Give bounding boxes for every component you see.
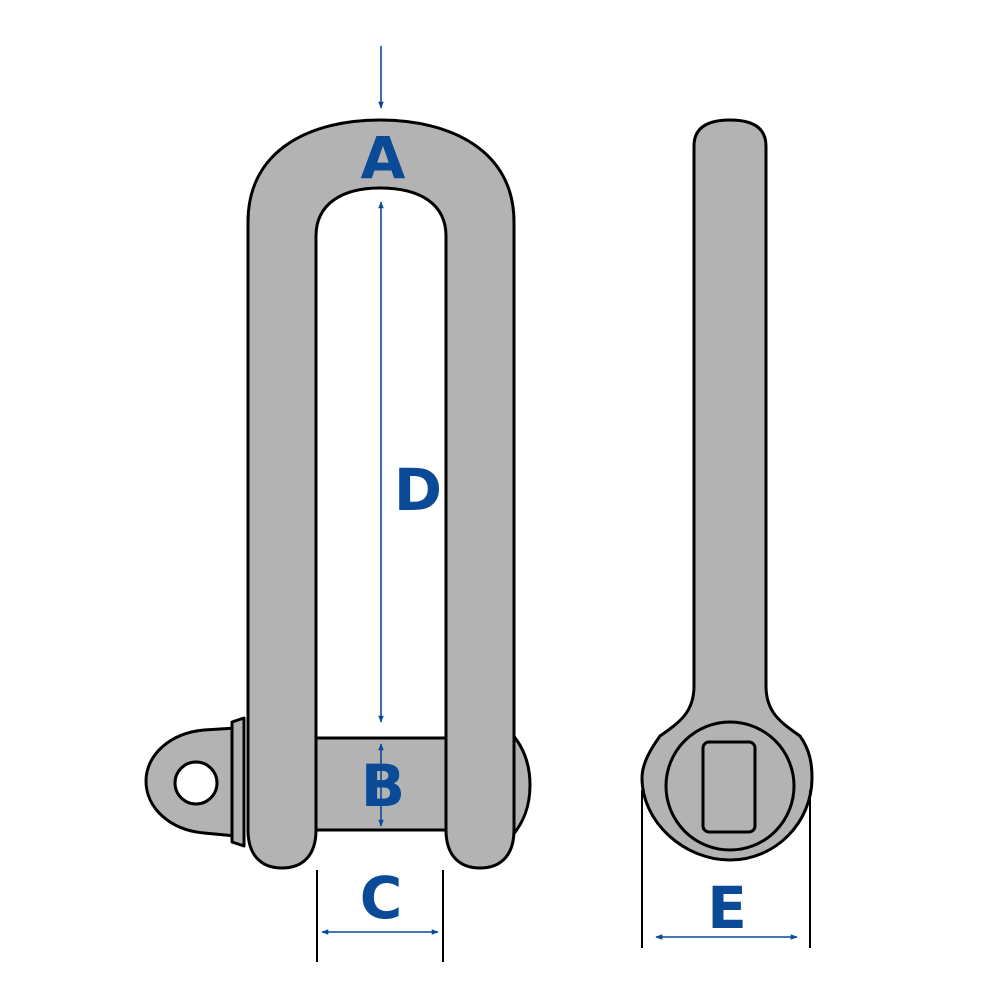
side-bar bbox=[640, 118, 814, 862]
dim-c-label: C bbox=[360, 864, 403, 932]
pin-nut bbox=[510, 732, 532, 838]
dim-a-label: A bbox=[361, 124, 406, 192]
shackle-body bbox=[246, 118, 516, 870]
dim-e-label: E bbox=[707, 874, 747, 942]
pin-collar bbox=[230, 716, 246, 848]
shackle-front-view bbox=[144, 118, 532, 870]
dim-b-label: B bbox=[361, 752, 405, 820]
dimensions: A D B C E bbox=[316, 46, 811, 962]
shackle-side-view bbox=[640, 118, 814, 862]
pin-eye-hole bbox=[173, 760, 219, 806]
side-pin-head bbox=[701, 740, 757, 834]
dim-d-label: D bbox=[394, 456, 442, 524]
